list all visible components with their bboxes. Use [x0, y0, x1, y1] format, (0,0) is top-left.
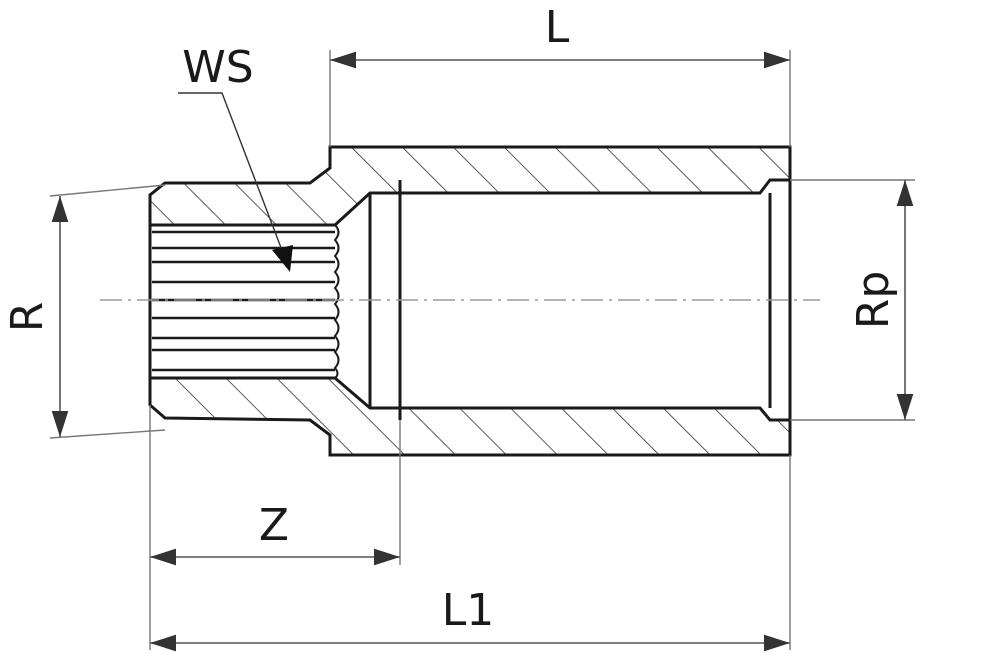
dimension-L: L — [330, 2, 790, 69]
leader-WS: WS — [178, 42, 293, 272]
label-L: L — [545, 2, 570, 53]
upper-wall — [148, 145, 792, 227]
label-Z: Z — [259, 500, 289, 551]
dimension-Z: Z — [150, 500, 400, 566]
label-WS: WS — [182, 42, 253, 93]
dimension-R: R — [2, 196, 69, 437]
label-Rp: Rp — [848, 271, 899, 330]
leader-arrow-icon — [272, 245, 293, 272]
label-R: R — [2, 302, 53, 333]
lower-wall — [148, 376, 792, 457]
dimension-L1: L1 — [150, 585, 790, 652]
thread-lines — [152, 224, 340, 379]
dimension-Rp: Rp — [848, 180, 914, 420]
label-L1: L1 — [442, 585, 495, 636]
